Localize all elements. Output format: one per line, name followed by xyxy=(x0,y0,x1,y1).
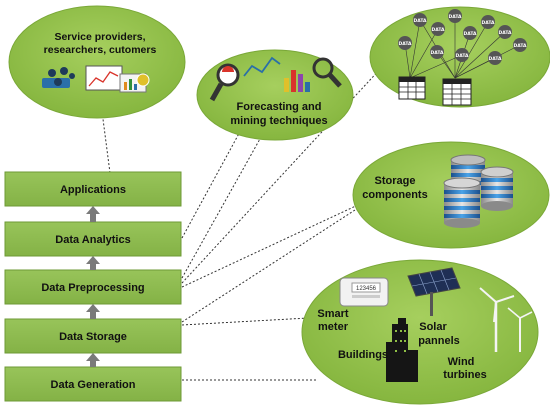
solar-panel-icon xyxy=(407,267,461,316)
data-node-label: DATA xyxy=(481,20,495,26)
solar-line1: Solar xyxy=(419,321,447,333)
data-node-label: DATA xyxy=(431,27,445,33)
forecasting-bubble: Forecasting and mining techniques xyxy=(196,49,354,141)
generation-bubble: 123456 Smart meter Solar pannels xyxy=(301,259,539,405)
storage-bubble: Storage components xyxy=(352,141,550,249)
magnifier-icon xyxy=(209,63,240,102)
smart-meter-icon: 123456 xyxy=(339,277,389,307)
data-analytics-box xyxy=(4,221,182,257)
smart-meter-line1: Smart xyxy=(317,308,349,320)
spreadsheet-icon xyxy=(442,78,472,106)
layer-stack: Applications Data Analytics Data Preproc… xyxy=(4,171,182,402)
people-network-icon xyxy=(42,67,75,88)
connector-generation-upper xyxy=(181,317,309,326)
building-windows xyxy=(395,330,406,352)
big-data-bubble: DATA DATA DATA DATA DATA DATA DATA DATA … xyxy=(369,6,550,108)
data-node-label: DATA xyxy=(498,30,512,36)
data-generation-box xyxy=(4,366,182,402)
charts-icon xyxy=(85,65,150,93)
data-node-label: DATA xyxy=(413,18,427,24)
applications-label: Applications xyxy=(60,184,126,196)
data-node-label: DATA xyxy=(488,56,502,62)
data-node-label: DATA xyxy=(398,41,412,47)
data-node-label: DATA xyxy=(448,14,462,20)
wind-line1: Wind xyxy=(448,356,475,368)
connector-preprocessing-forecasting xyxy=(181,129,266,279)
data-cloud-icon: DATA DATA DATA DATA DATA DATA DATA DATA … xyxy=(398,9,527,79)
data-node-label: DATA xyxy=(455,53,469,59)
charts-icon xyxy=(243,56,310,92)
smart-meter-display: 123456 xyxy=(356,286,377,292)
wind-line2: turbines xyxy=(443,369,486,381)
applications-box xyxy=(4,171,182,207)
connector-analytics-forecasting xyxy=(181,127,243,239)
magnifier-icon xyxy=(312,57,342,88)
data-node-label: DATA xyxy=(463,31,477,37)
smart-meter-line2: meter xyxy=(318,321,349,333)
data-analytics-label: Data Analytics xyxy=(55,234,130,246)
data-generation-label: Data Generation xyxy=(51,379,136,391)
up-arrow-icon xyxy=(86,256,100,270)
solar-line2: pannels xyxy=(418,335,460,347)
up-arrows xyxy=(86,206,100,367)
forecasting-line1: Forecasting and xyxy=(237,101,322,113)
data-node-label: DATA xyxy=(513,43,527,49)
data-preprocessing-label: Data Preprocessing xyxy=(41,282,144,294)
service-providers-line1: Service providers, xyxy=(54,31,145,43)
storage-line2: components xyxy=(362,189,427,201)
up-arrow-icon xyxy=(86,353,100,367)
data-node-label: DATA xyxy=(430,50,444,56)
data-preprocessing-box xyxy=(4,269,182,305)
service-providers-bubble: Service providers, researchers, cutomers xyxy=(8,5,186,119)
data-storage-label: Data Storage xyxy=(59,331,127,343)
data-storage-box xyxy=(4,318,182,354)
building-icon xyxy=(386,318,418,382)
up-arrow-icon xyxy=(86,206,100,222)
up-arrow-icon xyxy=(86,304,100,319)
buildings-label: Buildings xyxy=(338,349,388,361)
wind-turbine-icon xyxy=(479,287,533,352)
service-providers-line2: researchers, cutomers xyxy=(44,44,157,56)
database-stack-icon xyxy=(443,154,514,228)
forecasting-line2: mining techniques xyxy=(230,115,327,127)
storage-line1: Storage xyxy=(375,175,416,187)
spreadsheet-icon xyxy=(398,76,426,100)
connector-preprocessing-storage xyxy=(181,203,361,288)
